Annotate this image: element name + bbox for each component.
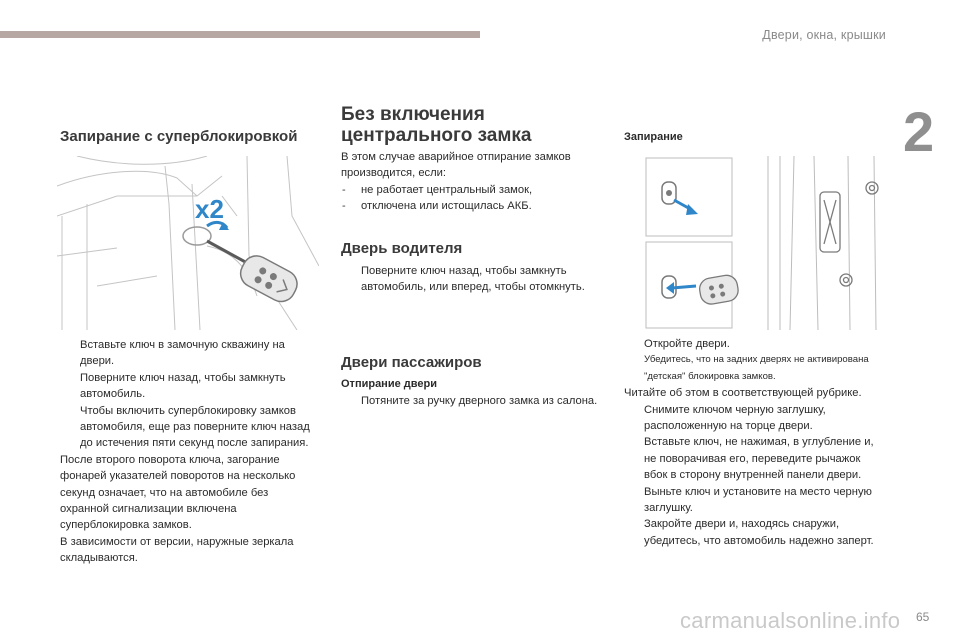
door-unlock-subheading: Отпирание двери [341, 378, 437, 390]
passenger-text: Потяните за ручку дверного замка из сало… [341, 393, 603, 409]
header-rule [0, 31, 480, 38]
locking-step-5: Закройте двери и, находясь снаружи, убед… [644, 518, 874, 547]
superlock-paragraph-2: В зависимости от версии, наружные зеркал… [60, 535, 294, 565]
superlock-step-2: Поверните ключ назад, чтобы замкнуть авт… [80, 371, 286, 401]
superlock-text: Вставьте ключ в замочную скважину на две… [60, 337, 318, 567]
no-central-lock-text: В этом случае аварийное отпирание замков… [341, 149, 603, 215]
locking-text: Откройте двери. Убедитесь, что на задних… [624, 336, 886, 549]
driver-door-heading: Дверь водителя [341, 240, 463, 257]
page-number: 65 [916, 610, 930, 624]
superlock-step-1: Вставьте ключ в замочную скважину на две… [80, 339, 285, 368]
locking-step-4: Выньте ключ и установите на место черную… [644, 485, 872, 515]
child-lock-note: Убедитесь, что на задних дверях не актив… [644, 354, 869, 382]
driver-door-text: Поверните ключ назад, чтобы замкнуть авт… [341, 263, 603, 296]
superlock-paragraph-1: После второго поворота ключа, загорание … [60, 453, 296, 532]
locking-step-1: Откройте двери. [644, 338, 730, 350]
superlock-illustration: x2 [57, 156, 319, 330]
passenger-step-1: Потяните за ручку дверного замка из сало… [361, 395, 598, 407]
chapter-number: 2 [903, 100, 935, 163]
site-watermark: carmanualsonline.info [680, 608, 901, 633]
condition-1: -не работает центральный замок, [342, 183, 533, 196]
locking-step-2: Снимите ключом черную заглушку, располож… [644, 403, 826, 433]
superlock-step-3: Чтобы включить суперблокировку замков ав… [80, 404, 310, 450]
locking-step-3: Вставьте ключ, не нажимая, в углубление … [644, 436, 874, 482]
driver-step-1: Поверните ключ назад, чтобы замкнуть авт… [361, 265, 585, 294]
no-central-lock-heading: Без включения центрального замка [341, 104, 532, 146]
passenger-doors-heading: Двери пассажиров [341, 354, 482, 371]
x2-label: x2 [195, 194, 224, 224]
door-lock-illustration [645, 155, 879, 331]
section-header-title: Двери, окна, крышки [762, 28, 886, 42]
superlock-heading: Запирание с суперблокировкой [60, 128, 298, 145]
condition-2: -отключена или истощилась АКБ. [342, 200, 532, 213]
locking-heading: Запирание [624, 131, 683, 143]
read-more-text: Читайте об этом в соответствующей рубрик… [624, 387, 862, 400]
no-central-lock-intro: В этом случае аварийное отпирание замков… [341, 151, 571, 180]
